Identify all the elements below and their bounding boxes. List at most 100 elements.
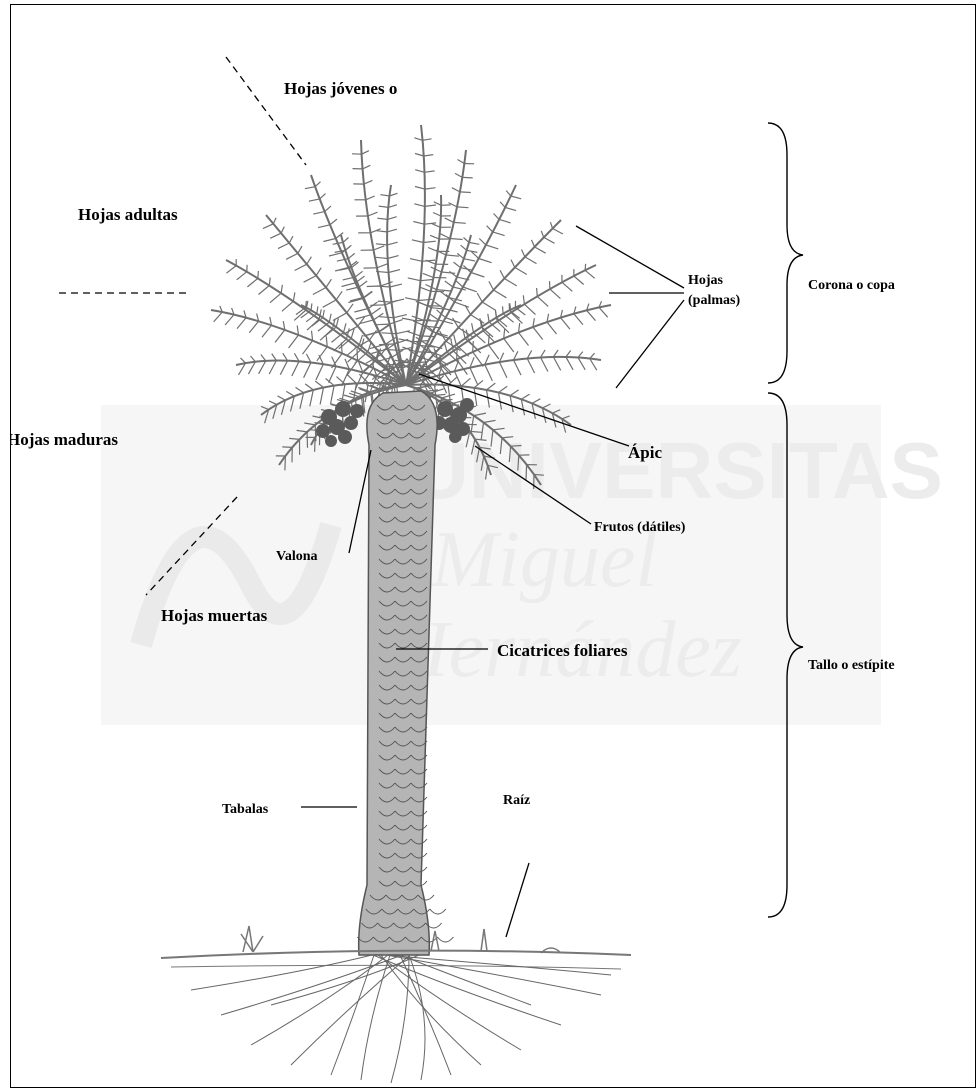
frond-leaflet — [590, 359, 597, 371]
root — [271, 955, 419, 1005]
frond-leaflet — [574, 314, 583, 325]
frond-leaflet — [494, 290, 507, 298]
frond-leaflet — [552, 410, 560, 414]
frond-leaflet — [310, 390, 314, 406]
frond-leaflet — [574, 276, 584, 285]
frond-leaflet — [376, 244, 387, 245]
frond-leaflet — [241, 358, 246, 363]
frond-leaflet — [315, 437, 316, 451]
frond-leaflet — [369, 330, 376, 340]
frond-leaflet — [415, 170, 424, 173]
frond-leaflet — [275, 330, 285, 343]
frond-leaflet — [424, 223, 436, 224]
frond-leaflet — [445, 218, 454, 223]
frond-leaflet — [259, 361, 266, 374]
frond-leaflet — [532, 399, 540, 404]
frond-leaflet — [456, 345, 468, 356]
frond-leaflet — [364, 180, 373, 184]
frond-leaflet — [326, 279, 331, 287]
frond-leaflet — [331, 386, 334, 404]
frond-leaflet — [415, 187, 425, 190]
root — [386, 955, 601, 995]
frond-leaflet — [269, 401, 277, 405]
frond-leaflet — [408, 278, 421, 281]
frond-leaflet — [457, 207, 469, 208]
frond-leaflet — [438, 320, 452, 324]
frond-leaflet — [432, 224, 440, 228]
frond-leaflet — [305, 384, 313, 390]
frond-leaflet — [414, 204, 425, 207]
frond-leaflet — [343, 238, 349, 243]
frond-leaflet — [269, 278, 270, 286]
label-hojas-palmas-line2: (palmas) — [688, 291, 740, 311]
diagram-frame: UNIVERSITAS Miguel Hernández — [10, 4, 976, 1088]
frond-leaflet — [437, 359, 450, 371]
frond-leaflet — [348, 253, 355, 258]
frond-leaflet — [249, 321, 258, 333]
frond-leaflet — [510, 390, 518, 396]
frond-leaflet — [379, 206, 389, 207]
frond-leaflet — [285, 456, 286, 470]
frond-leaflet — [534, 475, 544, 476]
frond-leaflet — [332, 333, 344, 343]
frond-leaflet — [500, 270, 504, 278]
frond-leaflet — [462, 177, 472, 178]
frond-leaflet — [445, 281, 453, 287]
frond-leaflet — [544, 237, 555, 243]
frond-leaflet — [590, 353, 595, 358]
frond-leaflet — [348, 375, 357, 383]
frond-leaflet — [412, 240, 424, 243]
frond-leaflet — [355, 271, 363, 277]
frond-leaflet — [420, 336, 435, 337]
frond-leaflet — [225, 315, 234, 325]
frond-leaflet — [424, 321, 439, 322]
frond-leaflet — [261, 355, 266, 361]
frond-leaflet — [289, 438, 299, 439]
frond-leaflet — [561, 318, 570, 329]
frond-leaflet — [511, 260, 515, 268]
frond-leaflet — [425, 205, 436, 206]
frond-leaflet — [532, 240, 535, 247]
frond-leaflet — [247, 278, 257, 287]
frond-leaflet — [312, 331, 313, 341]
frond-leaflet — [511, 196, 521, 199]
frond-leaflet — [461, 378, 470, 386]
frond-leaflet — [454, 335, 457, 345]
frond-leaflet — [418, 299, 432, 300]
frond-leaflet — [342, 283, 356, 287]
frond-leaflet — [562, 416, 570, 419]
frond-leaflet — [368, 341, 372, 352]
frond-leaflet — [388, 256, 399, 259]
frond-leaflet — [273, 218, 276, 224]
label-raiz: Raíz — [503, 791, 530, 811]
frond-leaflet — [487, 383, 496, 390]
frond-leaflet — [486, 245, 498, 249]
frond-leaflet — [542, 404, 550, 408]
dashed-dividers — [59, 57, 306, 595]
frond-leaflet — [281, 285, 282, 293]
frond-leaflet — [503, 306, 504, 313]
frond-leaflet — [317, 347, 327, 361]
frond-leaflet — [430, 235, 439, 239]
frond-leaflet — [297, 430, 308, 432]
frond-leaflet — [494, 214, 500, 220]
frond-leaflet — [493, 428, 505, 430]
frond-leaflet — [502, 437, 513, 438]
frond-leaflet — [307, 257, 312, 265]
frond-leaflet — [296, 387, 304, 392]
frond-leaflet — [315, 182, 320, 187]
frond-leaflet — [541, 231, 544, 238]
frond-leaflet — [488, 335, 489, 345]
frond-leaflet — [454, 262, 461, 268]
frond-leaflet — [316, 268, 321, 276]
frond-leaflet — [562, 282, 572, 291]
label-corona: Corona o copa — [808, 276, 895, 296]
frond-leaflet — [537, 296, 548, 306]
frond-leaflet — [377, 218, 387, 219]
frond-leaflet — [479, 239, 486, 245]
frond-leaflet — [464, 259, 475, 261]
frond-leaflet — [282, 301, 293, 311]
frond-leaflet — [416, 352, 432, 353]
frond-leaflet — [413, 222, 424, 225]
frond-leaflet — [493, 232, 505, 236]
